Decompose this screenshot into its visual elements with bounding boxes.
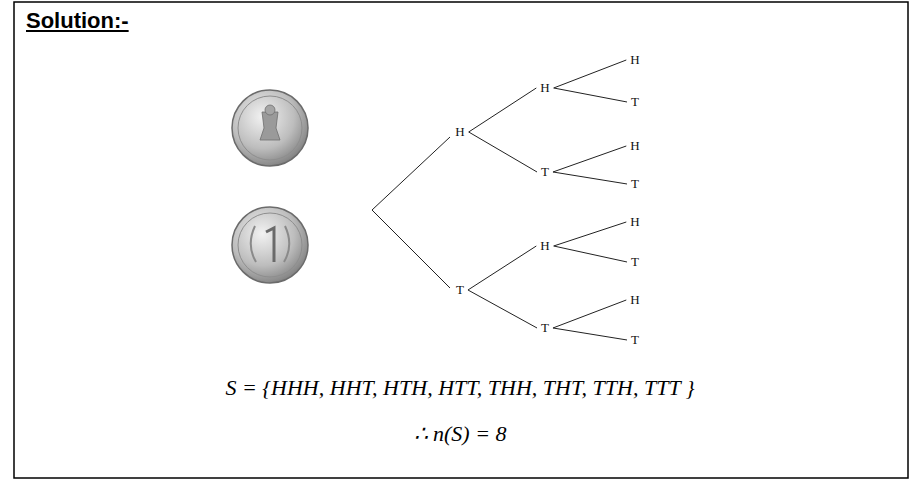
outcome-node: T bbox=[629, 176, 641, 192]
root-branches bbox=[372, 137, 450, 288]
outcome-node: T bbox=[629, 254, 641, 270]
outcome-letter: H bbox=[630, 52, 639, 67]
outcome-node: T bbox=[454, 282, 466, 298]
tree-branch bbox=[553, 172, 627, 184]
coin-head bbox=[232, 90, 308, 166]
tree-branch bbox=[469, 88, 537, 132]
outcome-letter: T bbox=[541, 164, 549, 179]
outcome-letter: T bbox=[631, 94, 639, 109]
outcome-node: H bbox=[453, 124, 466, 140]
tree-branch bbox=[554, 222, 627, 246]
coin-tail bbox=[232, 207, 308, 283]
outcome-node: T bbox=[539, 320, 551, 336]
outcome-node: H bbox=[628, 214, 641, 230]
outcome-letter: H bbox=[630, 292, 639, 307]
tree-branch bbox=[468, 290, 537, 328]
sample-count: ∴ n(S) = 8 bbox=[414, 421, 507, 447]
outcome-node: H bbox=[538, 80, 551, 96]
outcome-letter: H bbox=[540, 238, 549, 253]
heading: Solution:- bbox=[26, 8, 129, 34]
tree-branch bbox=[553, 146, 626, 172]
outcome-node: H bbox=[628, 52, 641, 68]
outcome-node: T bbox=[629, 332, 641, 348]
tree-branch bbox=[553, 300, 626, 328]
tree-branch bbox=[553, 328, 627, 340]
tree-branch bbox=[468, 246, 536, 290]
outcome-letter: T bbox=[631, 254, 639, 269]
outcome-letter: H bbox=[455, 124, 464, 139]
outcome-letter: T bbox=[456, 282, 464, 297]
frame bbox=[14, 2, 908, 478]
sample-space: S = {HHH, HHT, HTH, HTT, THH, THT, TTH, … bbox=[225, 375, 694, 401]
outcome-letter: T bbox=[631, 332, 639, 347]
outcome-node: H bbox=[628, 138, 641, 154]
outcome-node: H bbox=[538, 238, 551, 254]
outcome-letter: T bbox=[541, 320, 549, 335]
outcome-letter: T bbox=[631, 176, 639, 191]
outcome-node: T bbox=[539, 164, 551, 180]
outcome-letter: H bbox=[630, 214, 639, 229]
tree-branch bbox=[554, 88, 627, 102]
outcome-node: H bbox=[628, 292, 641, 308]
tree-branch bbox=[469, 132, 537, 172]
outcome-node: T bbox=[629, 94, 641, 110]
outcome-letter: H bbox=[540, 80, 549, 95]
outcome-letter: H bbox=[630, 138, 639, 153]
tree-branch bbox=[554, 246, 627, 262]
tree-branch bbox=[554, 60, 627, 88]
